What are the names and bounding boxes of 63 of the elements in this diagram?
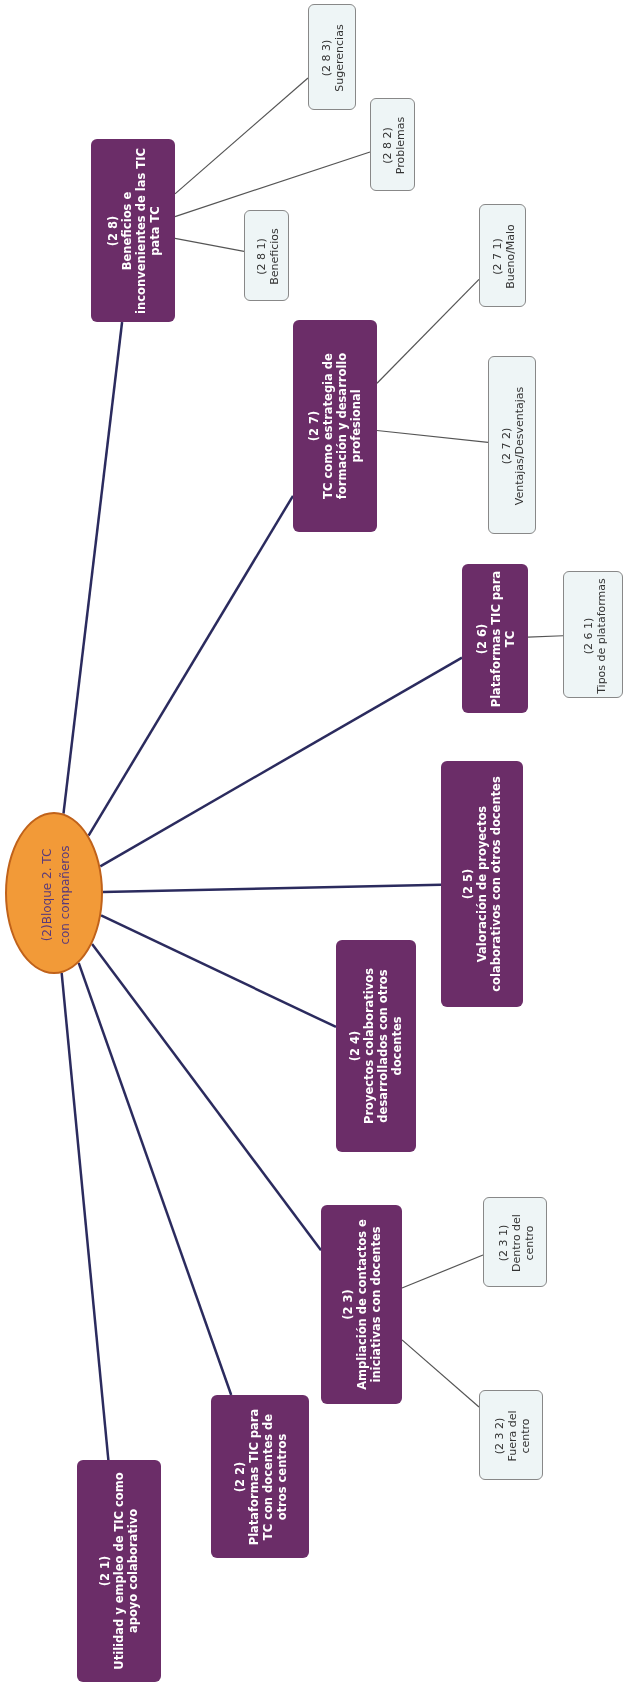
node-text: (2 6 1) bbox=[581, 616, 594, 656]
subtopic-box bbox=[308, 4, 356, 110]
connector-line bbox=[376, 278, 480, 384]
connector-line bbox=[376, 429, 489, 444]
node-text: Bueno/Malo bbox=[503, 223, 517, 291]
connector-line bbox=[527, 635, 564, 638]
subtopic-box bbox=[370, 98, 415, 191]
node-text: Beneficios e inconvenientes de las TIC pata TC bbox=[119, 146, 161, 316]
node-text: Plataformas TIC para TC con docentes de otros centros bbox=[246, 1407, 288, 1547]
topic-box bbox=[77, 1460, 161, 1682]
topic-box bbox=[336, 940, 416, 1152]
subtopic-box bbox=[479, 204, 526, 307]
topic-box bbox=[441, 761, 523, 1007]
node-text: Problemas bbox=[393, 115, 407, 177]
connector-line bbox=[62, 321, 124, 814]
node-text: (2 8) bbox=[105, 214, 119, 248]
topic-box bbox=[211, 1395, 309, 1558]
node-text: (2)Bloque 2. TC con compañeros bbox=[39, 844, 73, 947]
node-text: Ventajas/Desventajas bbox=[513, 385, 526, 508]
topic-box bbox=[321, 1205, 402, 1404]
node-text: Dentro del centro bbox=[509, 1213, 536, 1274]
connector-line bbox=[102, 883, 442, 894]
node-text: Beneficios bbox=[267, 227, 281, 287]
subtopic-box bbox=[483, 1197, 547, 1287]
connector-line bbox=[401, 1254, 484, 1289]
node-text: (2 8 3) bbox=[320, 38, 333, 79]
node-text: (2 7) bbox=[307, 409, 321, 444]
node-text: (2 6) bbox=[474, 622, 488, 656]
connector-line bbox=[174, 151, 371, 218]
node-text: (2 7 1) bbox=[490, 237, 504, 277]
node-text: (2 3) bbox=[340, 1288, 355, 1322]
node-text: (2 8 1) bbox=[254, 237, 268, 277]
node-text: Valoración de proyectos colaborativos con otros docentes bbox=[475, 775, 503, 994]
node-text: Proyectos colaborativos desarrollados con otros docentes bbox=[362, 967, 404, 1126]
node-text: Fuera del centro bbox=[505, 1409, 532, 1464]
subtopic-box bbox=[244, 210, 289, 301]
subtopic-box bbox=[488, 356, 536, 534]
node-text: TC como estrategia de formación y desarrollo profesional bbox=[321, 351, 363, 502]
node-text: (2 2) bbox=[232, 1460, 246, 1494]
node-text: (2 5) bbox=[461, 867, 475, 902]
node-text: (2 3 2) bbox=[492, 1416, 506, 1457]
topic-box bbox=[293, 320, 377, 532]
node-text: (2 1) bbox=[98, 1554, 112, 1589]
node-text: (2 3 1) bbox=[496, 1223, 510, 1264]
node-text: Ampliación de contactos e iniciativas con docentes bbox=[354, 1218, 383, 1392]
node-text: (2 8 2) bbox=[380, 126, 394, 166]
node-text: Sugerencias bbox=[333, 23, 346, 94]
node-text: (2 4) bbox=[348, 1029, 362, 1064]
connector-line bbox=[174, 77, 309, 195]
node-text: Utilidad y empleo de TIC como apoyo colaborativo bbox=[112, 1471, 140, 1672]
topic-box bbox=[462, 564, 528, 713]
subtopic-box bbox=[563, 571, 623, 698]
connector-line bbox=[60, 972, 110, 1461]
connector-line bbox=[401, 1339, 480, 1408]
topic-box bbox=[91, 139, 175, 322]
connector-line bbox=[91, 943, 322, 1252]
node-text: Plataformas TIC para TC bbox=[488, 569, 516, 709]
node-text: Tipos de plataformas bbox=[594, 576, 607, 696]
connector-line bbox=[87, 495, 295, 837]
connector-line bbox=[77, 962, 233, 1396]
subtopic-box bbox=[479, 1390, 543, 1480]
node-text: (2 7 2) bbox=[500, 426, 513, 467]
connector-line bbox=[174, 237, 245, 252]
